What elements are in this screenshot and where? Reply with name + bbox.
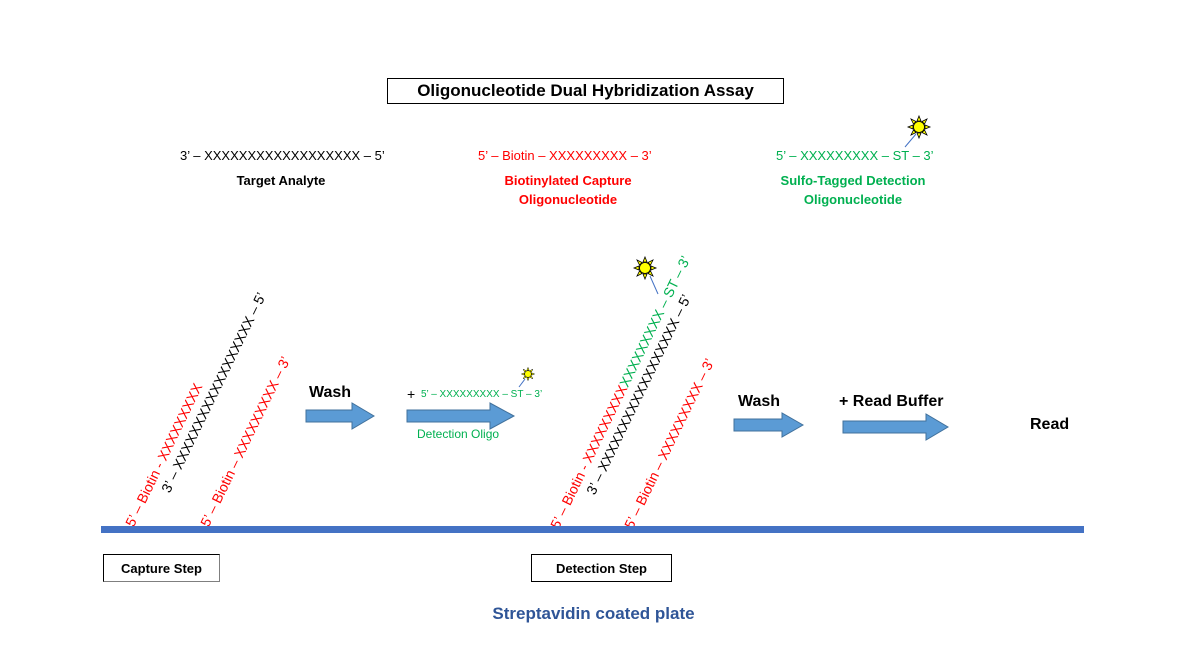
- legend-detection-label: Sulfo-Tagged Detection Oligonucleotide: [753, 171, 953, 209]
- detection-step-sun-icon: [633, 256, 659, 295]
- diagram-title: Oligonucleotide Dual Hybridization Assay: [387, 78, 784, 104]
- legend-capture-label-line1: Biotinylated Capture: [504, 173, 632, 188]
- wash1-label: Wash: [309, 384, 352, 401]
- read-label: Read: [1030, 416, 1070, 433]
- legend-capture-sequence: 5’ – Biotin – XXXXXXXXX – 3’: [478, 148, 652, 163]
- wash1-arrow: [305, 402, 375, 430]
- legend-target-sequence: 3’ – XXXXXXXXXXXXXXXXXX – 5’: [180, 148, 385, 163]
- add-detection-plus: +: [407, 386, 416, 402]
- read-buffer-label: + Read Buffer: [839, 393, 944, 410]
- read-buffer-arrow: [842, 413, 949, 441]
- wash2-arrow: [733, 412, 805, 438]
- add-detection-label: Detection Oligo: [417, 427, 500, 441]
- plate-label: Streptavidin coated plate: [492, 604, 695, 623]
- streptavidin-plate: [101, 526, 1084, 533]
- legend-detection-label-line1: Sulfo-Tagged Detection: [780, 173, 926, 188]
- detection-step-label: Detection Step: [531, 554, 672, 582]
- legend-target-label: Target Analyte: [236, 173, 326, 188]
- legend-capture-label: Biotinylated Capture Oligonucleotide: [468, 171, 668, 209]
- capture-step-label: Capture Step: [103, 554, 220, 582]
- legend-detection-sequence: 5’ – XXXXXXXXX – ST – 3’: [776, 148, 934, 163]
- wash2-label: Wash: [738, 393, 781, 410]
- add-detection-arrow: [406, 402, 516, 430]
- add-detection-sequence: 5’ – XXXXXXXXX – ST – 3’: [421, 389, 543, 400]
- legend-sun-icon: [904, 115, 931, 148]
- detection-oligo-sun-icon: [518, 367, 535, 388]
- legend-detection-label-line2: Oligonucleotide: [803, 192, 903, 207]
- legend-capture-label-line2: Oligonucleotide: [518, 192, 618, 207]
